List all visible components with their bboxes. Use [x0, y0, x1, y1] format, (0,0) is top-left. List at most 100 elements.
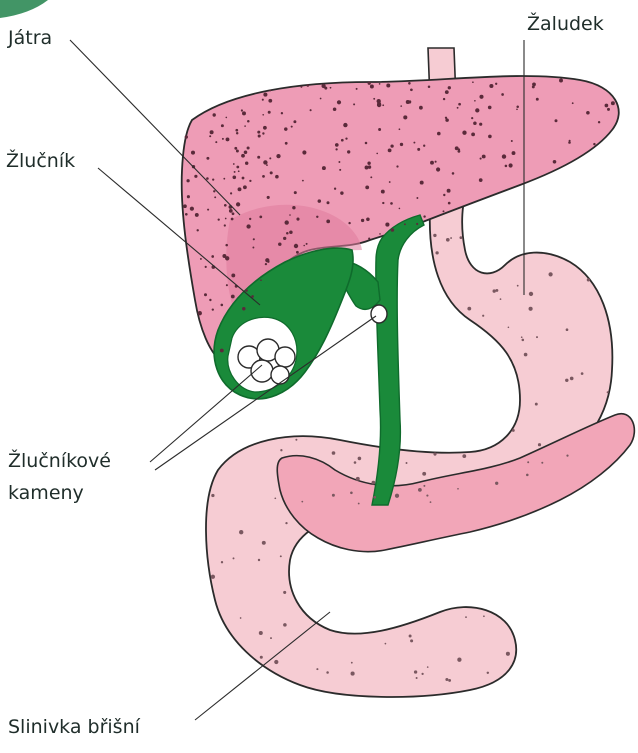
texture-dot: [482, 315, 484, 317]
texture-dot: [262, 132, 264, 134]
texture-dot: [252, 247, 254, 249]
texture-dot: [244, 125, 246, 127]
texture-dot: [230, 192, 232, 194]
texture-dot: [332, 494, 335, 497]
texture-dot: [482, 155, 486, 159]
texture-dot: [418, 488, 422, 492]
texture-dot: [285, 220, 289, 224]
texture-dot: [502, 154, 506, 158]
texture-dot: [310, 109, 312, 111]
texture-dot: [390, 202, 393, 205]
texture-dot: [417, 148, 420, 151]
texture-dot: [185, 135, 188, 138]
texture-dot: [275, 175, 279, 179]
texture-dot: [495, 482, 498, 485]
texture-dot: [242, 307, 245, 310]
texture-dot: [581, 372, 584, 375]
label-pancreas: Slinivka břišní: [8, 713, 140, 741]
texture-dot: [379, 83, 381, 85]
texture-dot: [197, 229, 199, 231]
texture-dot: [253, 238, 255, 240]
texture-dot: [190, 207, 194, 211]
texture-dot: [416, 677, 418, 679]
texture-dot: [262, 541, 266, 545]
texture-dot: [365, 142, 368, 145]
texture-dot: [471, 133, 475, 137]
texture-dot: [246, 224, 250, 228]
texture-dot: [195, 213, 199, 217]
texture-dot: [222, 138, 224, 140]
texture-dot: [345, 137, 347, 139]
texture-dot: [430, 501, 432, 503]
texture-dot: [293, 120, 296, 123]
texture-dot: [527, 461, 529, 463]
corner-accent: [0, 0, 48, 18]
texture-dot: [211, 255, 214, 258]
texture-dot: [413, 142, 415, 144]
texture-dot: [335, 148, 337, 150]
texture-dot: [467, 307, 471, 311]
texture-dot: [427, 666, 429, 668]
texture-dot: [347, 150, 350, 153]
texture-dot: [221, 124, 224, 127]
texture-dot: [233, 176, 237, 180]
texture-dot: [386, 84, 390, 88]
texture-dot: [373, 98, 375, 100]
texture-dot: [400, 143, 403, 146]
texture-dot: [400, 105, 402, 107]
texture-dot: [191, 151, 195, 155]
texture-dot: [238, 170, 240, 172]
texture-dot: [236, 150, 239, 153]
texture-dot: [302, 150, 306, 154]
label-gallstones-line1: Žlučníkové: [8, 447, 111, 475]
texture-dot: [291, 126, 293, 128]
texture-dot: [526, 474, 529, 477]
texture-dot: [292, 206, 295, 209]
duct-stone: [371, 305, 387, 323]
texture-dot: [395, 494, 399, 498]
texture-dot: [414, 670, 417, 673]
texture-dot: [302, 180, 304, 182]
texture-dot: [337, 100, 341, 104]
texture-dot: [326, 220, 330, 224]
label-stomach: Žaludek: [527, 10, 604, 38]
texture-dot: [443, 210, 445, 212]
texture-dot: [343, 123, 347, 127]
texture-dot: [301, 501, 303, 503]
texture-dot: [225, 244, 228, 247]
texture-dot: [236, 202, 240, 206]
texture-dot: [260, 656, 263, 659]
texture-dot: [351, 672, 355, 676]
gallstone: [275, 347, 295, 367]
texture-dot: [381, 190, 385, 194]
texture-dot: [493, 289, 496, 292]
texture-dot: [433, 234, 436, 237]
texture-dot: [283, 591, 286, 594]
texture-dot: [406, 462, 408, 464]
texture-dot: [207, 209, 209, 211]
texture-dot: [396, 165, 398, 167]
texture-dot: [225, 117, 227, 119]
texture-dot: [358, 457, 362, 461]
texture-dot: [428, 85, 431, 88]
texture-dot: [607, 391, 609, 393]
texture-dot: [553, 160, 557, 164]
texture-dot: [448, 679, 451, 682]
texture-dot: [224, 224, 226, 226]
texture-dot: [205, 266, 207, 268]
texture-dot: [423, 145, 425, 147]
texture-dot: [351, 662, 353, 664]
texture-dot: [262, 114, 264, 116]
texture-dot: [426, 495, 428, 497]
texture-dot: [295, 439, 297, 441]
texture-dot: [457, 488, 459, 490]
texture-dot: [366, 218, 370, 222]
texture-dot: [316, 216, 318, 218]
texture-dot: [274, 497, 276, 499]
texture-dot: [443, 194, 445, 196]
texture-dot: [452, 172, 455, 175]
texture-dot: [445, 678, 448, 681]
texture-dot: [258, 559, 260, 561]
texture-dot: [410, 639, 413, 642]
texture-dot: [611, 101, 615, 105]
